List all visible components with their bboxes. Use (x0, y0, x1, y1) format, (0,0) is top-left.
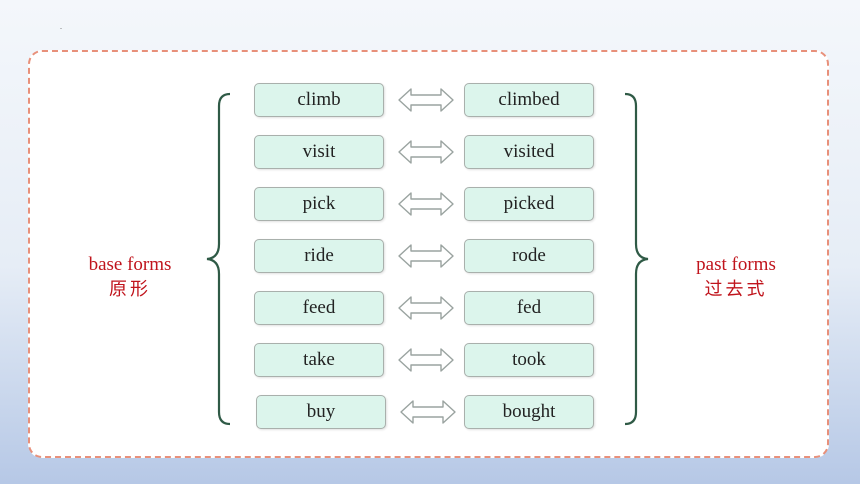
double-arrow-icon (398, 244, 454, 268)
past-form-fed: fed (464, 291, 594, 325)
base-forms-english: base forms (88, 254, 172, 275)
base-forms-label: base forms 原形 (70, 253, 190, 301)
past-form-climbed: climbed (464, 83, 594, 117)
past-form-rode: rode (464, 239, 594, 273)
double-arrow-icon (398, 192, 454, 216)
past-form-bought: bought (464, 395, 594, 429)
past-form-picked: picked (464, 187, 594, 221)
double-arrow-icon (398, 88, 454, 112)
double-arrow-icon (398, 140, 454, 164)
double-arrow-icon (398, 296, 454, 320)
base-form-buy: buy (256, 395, 386, 429)
past-form-visited: visited (464, 135, 594, 169)
left-brace-icon (206, 92, 231, 426)
past-forms-label: past forms 过去式 (676, 253, 796, 301)
past-forms-chinese: 过去式 (704, 279, 768, 299)
base-form-take: take (254, 343, 384, 377)
base-forms-chinese: 原形 (109, 279, 151, 299)
past-form-took: took (464, 343, 594, 377)
double-arrow-icon (400, 400, 456, 424)
base-form-visit: visit (254, 135, 384, 169)
base-form-climb: climb (254, 83, 384, 117)
double-arrow-icon (398, 348, 454, 372)
base-form-ride: ride (254, 239, 384, 273)
base-form-feed: feed (254, 291, 384, 325)
corner-mark: . (60, 22, 62, 31)
base-form-pick: pick (254, 187, 384, 221)
past-forms-english: past forms (696, 254, 776, 275)
right-brace-icon (624, 92, 649, 426)
